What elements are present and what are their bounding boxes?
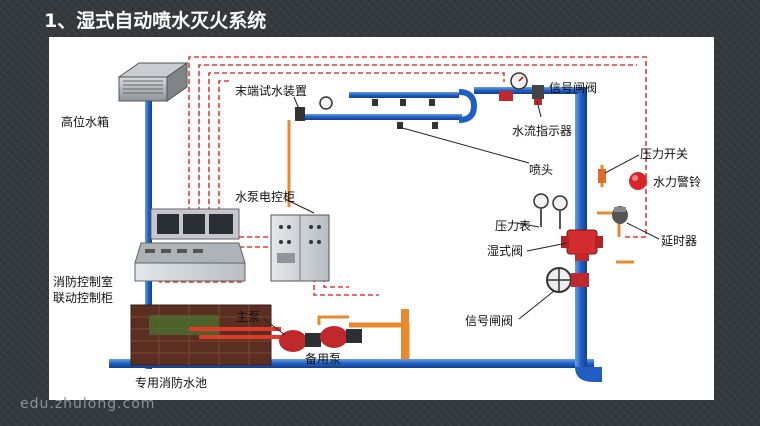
main-pump xyxy=(279,330,321,352)
pressure-switch xyxy=(598,169,606,183)
bottom-signal-valve xyxy=(546,267,589,293)
fire-control-console xyxy=(134,208,246,282)
sprinkler-heads xyxy=(372,99,438,129)
pumps xyxy=(189,322,410,359)
watermark: edu.zhulong.com xyxy=(20,396,156,412)
standby-pump xyxy=(320,326,362,348)
slide-title: 1、湿式自动喷水灭火系统 xyxy=(44,10,267,32)
label-sprinkler: 喷头 xyxy=(529,163,553,177)
label-signal-valve-bottom: 信号闸阀 xyxy=(465,314,513,328)
label-water-alarm-bell: 水力警铃 xyxy=(653,174,701,189)
label-flow-indicator: 水流指示器 xyxy=(512,123,572,138)
label-standby-pump: 备用泵 xyxy=(305,352,341,366)
delay-device xyxy=(612,206,628,224)
label-signal-valve-top: 信号闸阀 xyxy=(549,81,597,95)
high-water-tank xyxy=(117,62,189,102)
label-fire-control-room-1: 消防控制室 xyxy=(53,274,113,289)
water-alarm-bell xyxy=(629,172,647,190)
label-fire-pool: 专用消防水池 xyxy=(135,375,207,390)
label-fire-control-room-2: 联动控制柜 xyxy=(53,291,113,305)
pump-control-cabinet xyxy=(270,214,330,282)
diagram-canvas: 高位水箱 末端试水装置 信号闸阀 水流指示器 喷头 压力开关 水力警铃 水泵电控… xyxy=(53,56,701,390)
label-pump-control-cabinet: 水泵电控柜 xyxy=(235,190,295,204)
label-end-test: 末端试水装置 xyxy=(235,83,307,98)
label-pressure-gauge: 压力表 xyxy=(495,219,531,233)
leader-lines xyxy=(263,96,660,336)
end-test-device xyxy=(295,96,333,121)
label-high-tank: 高位水箱 xyxy=(61,114,109,129)
top-signal-valve xyxy=(499,72,528,101)
wet-alarm-valve xyxy=(561,229,603,261)
water-pipes xyxy=(109,87,602,382)
label-pressure-switch: 压力开关 xyxy=(640,147,688,161)
label-main-pump: 主泵 xyxy=(236,310,260,324)
system-diagram: 高位水箱 末端试水装置 信号闸阀 水流指示器 喷头 压力开关 水力警铃 水泵电控… xyxy=(49,37,714,400)
flow-indicator xyxy=(532,85,544,105)
label-delay-device: 延时器 xyxy=(661,234,697,248)
pressure-gauges xyxy=(533,193,568,229)
diagram-labels: 高位水箱 末端试水装置 信号闸阀 水流指示器 喷头 压力开关 水力警铃 水泵电控… xyxy=(53,81,701,390)
label-wet-valve: 湿式阀 xyxy=(487,243,523,258)
